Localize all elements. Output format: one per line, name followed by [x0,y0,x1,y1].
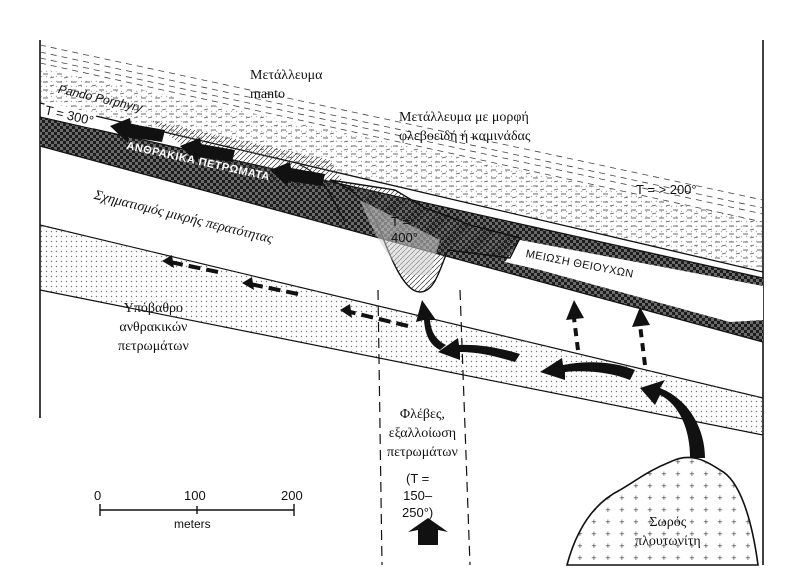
ore-vein-line-2: φλεβοειδή ή καμινάδας [399,129,531,144]
bottom-up-arrow [408,518,448,545]
temp-400-label: T = 400° [391,214,418,246]
basement-dotted-band [40,225,763,435]
dashed-arrow-1 [169,260,219,274]
ore-manto-line-1: Μετάλλευμα [250,68,323,83]
scale-tick-100: 100 [184,488,206,503]
scale-tick-0: 0 [94,488,102,503]
temp-400-line-1: T = [391,214,410,229]
big-arrow-pluton [640,380,705,458]
hydrothermal-flow-arrows [408,300,705,545]
dashed-flow-arrows [169,260,409,328]
vein-zone-left-line [377,289,383,566]
basement-line-1: Υπόβαθρο [123,301,184,316]
temp-150-250-line-3: 250°) [402,505,434,520]
basement-line-3: πετρωμάτων [118,339,189,354]
dashed-arrow-head-2 [242,277,254,290]
pluton-body [565,456,759,566]
ore-vein-line-1: Μετάλλευμα με μορφή [399,110,529,125]
temp-150-250-line-1: (T = [405,471,430,486]
upper-flow-arrows [110,118,325,187]
big-arrow-3 [438,338,520,362]
scale-tick-200: 200 [281,488,303,503]
pando-porphyry-dots [40,68,763,272]
scale-unit: meters [174,517,211,531]
vein-zone-right-line [459,289,471,566]
dashed-arrow-head-1 [162,255,174,268]
upward-dashed-arrows [566,300,650,366]
ore-manto-line-2: manto [250,87,285,102]
flow-arrow-2 [180,138,235,163]
big-arrow-2 [540,358,635,380]
temp-150-250-line-2: 150– [403,488,433,503]
sulfide-reduction-zone [505,240,763,322]
veins-line-3: πετρωμάτων [387,445,458,460]
flow-arrow-3 [270,162,325,187]
veins-alteration-label: Φλέβες, εξαλλοίωση πετρωμάτων [387,405,458,462]
ore-vein-label: Μετάλλευμα με μορφή φλεβοειδή ή καμινάδα… [399,108,530,146]
big-arrow-4 [416,300,446,350]
temp-gt200-label: T = > 200° [636,182,697,197]
temp-150-250-label: (T = 150– 250°) [402,470,433,521]
dashed-arrow-head-3 [340,304,352,318]
dashed-arrow-2 [249,282,299,296]
scale-bar [99,504,295,516]
ore-manto-label: Μετάλλευμα manto [250,66,323,104]
basement-lower-line [39,289,764,436]
chimney-core [360,200,440,275]
veins-line-1: Φλέβες, [399,407,445,422]
dashed-arrow-3 [349,310,409,328]
basement-line-2: ανθρακικών [119,320,188,335]
chimney-left-wall [299,164,346,223]
pluton-line-1: Σωρός [649,515,687,530]
flow-arrow-1 [110,118,165,143]
veins-line-2: εξαλλοίωση [388,426,457,441]
pluton-line-2: πλουτωνίτη [635,534,701,549]
temp-400-line-2: 400° [391,230,418,245]
pluton-label: Σωρός πλουτωνίτη [635,513,701,551]
upper-dashed-strata [39,44,764,223]
basement-label: Υπόβαθρο ανθρακικών πετρωμάτων [118,299,189,356]
